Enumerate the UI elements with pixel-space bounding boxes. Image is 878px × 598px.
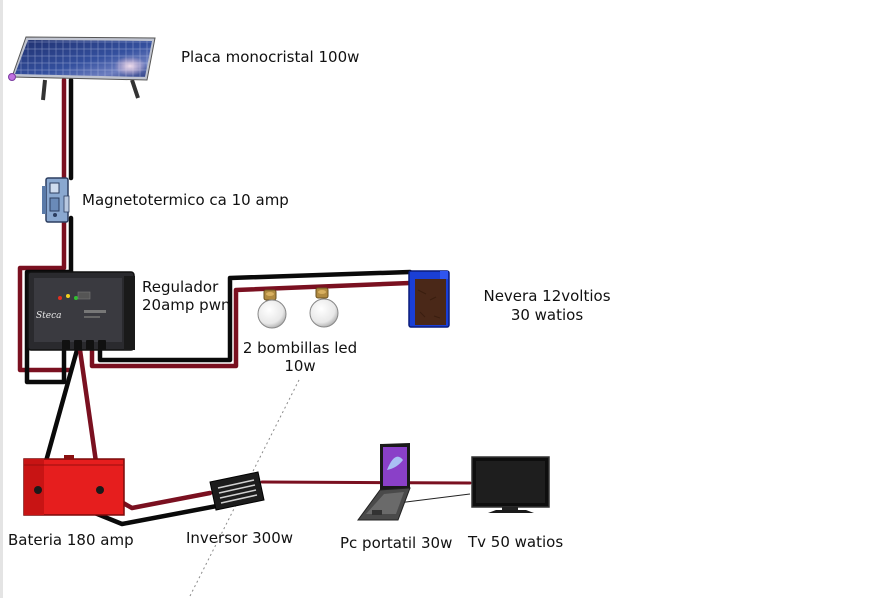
- wire-ac-tv: [260, 480, 472, 485]
- regulator-brand: Steca: [36, 311, 62, 321]
- label-fridge-line2: 30 watios: [510, 306, 584, 324]
- label-fridge-line1: Nevera 12voltios: [483, 287, 611, 305]
- led-bulb-icon: [257, 289, 287, 329]
- laptop-icon: [357, 443, 411, 521]
- label-bulbs-line2: 10w: [284, 357, 316, 375]
- label-bulbs-line1: 2 bombillas led: [242, 339, 358, 357]
- solar-panel-icon: [8, 36, 156, 101]
- dotted-guide-line: [189, 377, 301, 597]
- label-battery: Bateria 180 amp: [8, 531, 134, 549]
- label-regulator-line2: 20amp pwn: [142, 296, 231, 314]
- regulator-icon: Steca: [27, 271, 135, 351]
- wire-load-negative: [97, 269, 413, 363]
- wire-breaker-positive: [17, 219, 73, 373]
- label-panel: Placa monocristal 100w: [181, 48, 360, 66]
- fridge-icon: [408, 270, 450, 328]
- breaker-icon: [42, 177, 70, 223]
- window-edge: [0, 0, 3, 598]
- wire-load-positive: [89, 280, 413, 369]
- label-regulator-line1: Regulador: [142, 278, 219, 296]
- label-inverter: Inversor 300w: [186, 529, 294, 547]
- label-breaker: Magnetotermico ca 10 amp: [82, 191, 289, 209]
- led-bulb-icon: [309, 287, 339, 328]
- tv-icon: [471, 456, 550, 513]
- wire-laptop: [397, 493, 471, 504]
- label-tv: Tv 50 watios: [468, 533, 564, 551]
- inverter-icon: [209, 471, 265, 511]
- label-laptop: Pc portatil 30w: [340, 534, 453, 552]
- battery-icon: [23, 455, 125, 516]
